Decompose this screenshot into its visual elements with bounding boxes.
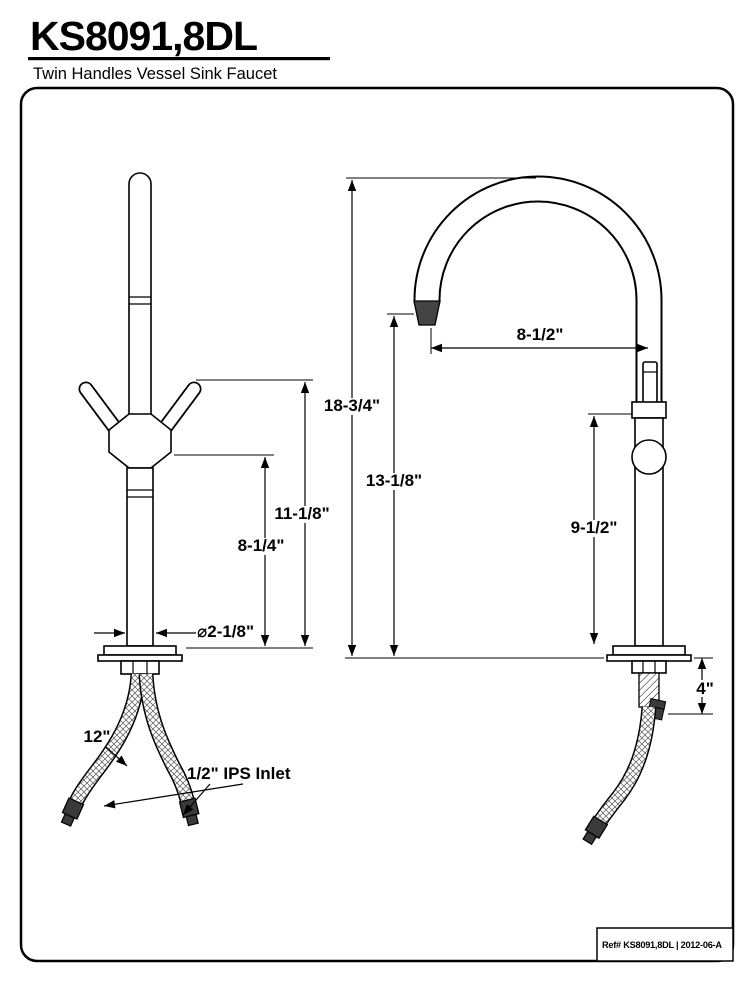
dim-front-overall-height: 11-1/8" [274, 504, 329, 523]
front-base-plate [103, 645, 177, 656]
page-title: KS8091,8DL [30, 13, 257, 59]
dim-front-hose-length: 12" [84, 727, 111, 746]
front-spout-column [128, 172, 152, 417]
front-supply-hoses [68, 673, 196, 808]
faucet-side-view [413, 175, 692, 846]
side-handle-lever [642, 361, 658, 409]
dim-side-body-height: 9-1/2" [571, 518, 618, 537]
side-spout-nozzle [413, 300, 441, 326]
side-supply-hose [592, 706, 657, 828]
label-front-inlet: 1/2" IPS Inlet [187, 764, 291, 783]
dim-side-overall-height: 18-3/4" [324, 396, 380, 415]
front-view-dimensions: 11-1/8" 8-1/4" ⌀2-1/8" 12" 1/2" IPS Inle… [84, 379, 335, 816]
front-handle-hub [108, 413, 172, 469]
dim-front-base-diameter: ⌀2-1/8" [197, 622, 254, 641]
front-base-ring [97, 654, 183, 662]
front-left-handle [78, 381, 126, 440]
front-left-hose-fitting [60, 797, 85, 827]
side-base-ring [606, 654, 692, 662]
title-underline [28, 57, 330, 61]
dim-side-spout-height: 13-1/8" [366, 471, 422, 490]
front-body [126, 467, 154, 647]
faucet-front-view [60, 172, 202, 827]
front-right-handle [154, 381, 202, 440]
side-ball-joint [631, 439, 667, 475]
footer-ref-box: Ref# KS8091,8DL | 2012-06-A [596, 927, 734, 962]
side-spout-connector [631, 401, 667, 419]
side-mounting-nut [631, 660, 667, 674]
side-base-plate [612, 645, 686, 656]
page-subtitle: Twin Handles Vessel Sink Faucet [33, 65, 277, 83]
footer-ref-text: Ref# KS8091,8DL | 2012-06-A [602, 940, 722, 950]
side-view-dimensions: 18-3/4" 13-1/8" 8-1/2" 9-1/2" 4" [319, 177, 717, 715]
dim-side-spout-reach: 8-1/2" [517, 325, 564, 344]
side-hose-fitting [582, 815, 609, 846]
drawing-border [19, 86, 735, 963]
front-mounting-nut [120, 660, 160, 675]
dim-side-shank-height: 4" [696, 679, 714, 698]
dim-front-upper-body-height: 8-1/4" [238, 536, 285, 555]
